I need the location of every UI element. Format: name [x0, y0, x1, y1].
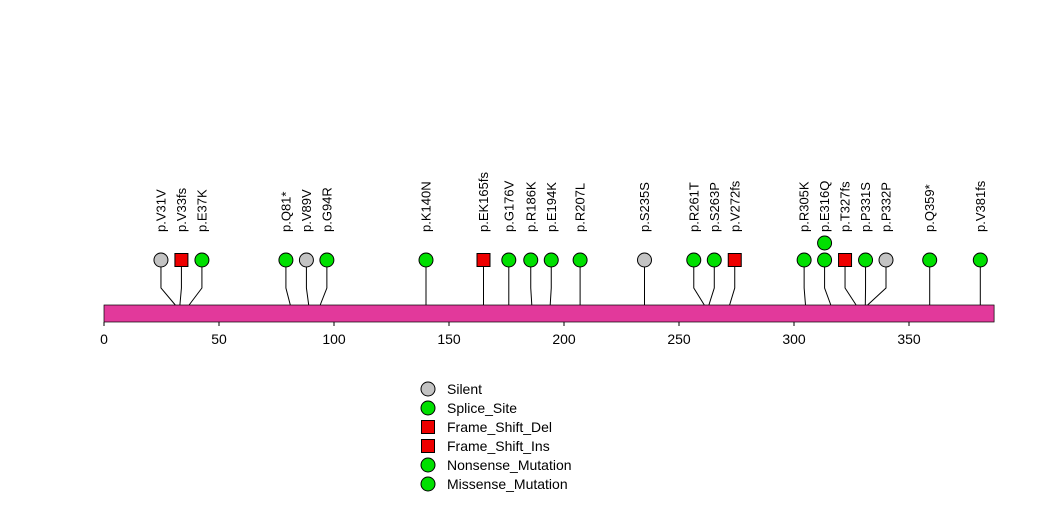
mutation-marker	[572, 252, 588, 268]
axis-tick-label: 350	[897, 331, 921, 347]
mutation-label: p.R186K	[523, 181, 538, 232]
legend-swatch	[420, 457, 436, 473]
mutation-marker	[706, 252, 722, 268]
mutation-marker	[523, 252, 539, 268]
mutation-stem	[729, 260, 736, 306]
legend-label: Frame_Shift_Del	[447, 419, 552, 435]
legend-swatch	[420, 400, 436, 416]
mutation-stem	[708, 260, 715, 306]
mutation-label: p.V33fs	[174, 187, 189, 232]
mutation-label: p.T327fs	[838, 181, 853, 232]
mutation-marker	[686, 252, 702, 268]
mutation-label: p.V381fs	[973, 180, 988, 232]
mutation-label: p.Q359*	[922, 184, 937, 232]
axis-tick-label: 50	[211, 331, 227, 347]
legend-label: Missense_Mutation	[447, 476, 568, 492]
mutation-marker	[543, 252, 559, 268]
mutation-stem	[867, 260, 887, 306]
legend-swatch	[421, 420, 435, 434]
mutation-marker	[194, 252, 210, 268]
mutation-marker	[476, 253, 491, 267]
mutation-label: p.P331S	[858, 182, 873, 232]
mutation-label: p.E194K	[544, 182, 559, 232]
mutation-marker	[878, 252, 894, 268]
mutation-label: p.E37K	[194, 189, 209, 232]
axis-tick-label: 300	[782, 331, 806, 347]
mutation-stem	[549, 260, 552, 306]
mutation-label: p.P332P	[879, 182, 894, 232]
axis-tick-label: 100	[322, 331, 346, 347]
axis-tick-label: 0	[100, 331, 108, 347]
mutation-marker	[637, 252, 652, 268]
mutation-marker	[817, 235, 833, 251]
mutation-label: p.V272fs	[727, 180, 742, 232]
mutation-marker	[796, 252, 812, 268]
mutation-stem	[824, 260, 832, 306]
mutation-stem	[693, 260, 705, 306]
mutation-label: p.K140N	[419, 181, 434, 232]
mutation-marker	[858, 252, 874, 268]
legend-label: Nonsense_Mutation	[447, 457, 572, 473]
mutation-label: p.Q81*	[278, 192, 293, 232]
mutation-label: p.R207L	[573, 183, 588, 232]
mutation-label: p.S263P	[707, 182, 722, 232]
mutation-label: p.R261T	[686, 182, 701, 232]
mutation-marker	[153, 252, 169, 268]
mutation-stem	[305, 260, 310, 306]
mutation-stem	[844, 260, 857, 306]
mutation-stem	[188, 260, 203, 306]
legend-label: Frame_Shift_Ins	[447, 438, 550, 454]
legend-label: Silent	[447, 381, 482, 397]
mutation-stem	[160, 260, 176, 306]
mutation-marker	[278, 252, 294, 268]
mutation-label: p.R305K	[797, 181, 812, 232]
protein-bar	[103, 304, 995, 323]
mutation-marker	[501, 252, 517, 268]
mutation-stem	[319, 260, 328, 306]
mutation-stem	[179, 260, 182, 306]
axis-tick-label: 250	[667, 331, 691, 347]
mutation-marker	[817, 252, 833, 268]
mutation-label: p.G94R	[319, 187, 334, 232]
mutation-marker	[418, 252, 434, 268]
mutation-label: p.E316Q	[817, 181, 832, 232]
mutation-marker	[298, 252, 314, 268]
axis-tick-label: 200	[552, 331, 576, 347]
mutation-label: p.V31V	[154, 189, 169, 232]
legend-swatch	[420, 381, 436, 397]
mutation-stem	[285, 260, 291, 306]
axis-tick-label: 150	[437, 331, 461, 347]
mutation-label: p.V89V	[299, 189, 314, 232]
mutation-marker	[922, 252, 938, 268]
legend-swatch	[421, 439, 435, 453]
mutation-marker	[838, 253, 853, 267]
mutation-marker	[727, 253, 742, 267]
legend-swatch	[420, 476, 436, 492]
mutation-stem	[803, 260, 806, 306]
mutation-label: p.G176V	[501, 180, 516, 232]
mutation-marker	[319, 252, 335, 268]
legend-label: Splice_Site	[447, 400, 517, 416]
mutation-label: p.EK165fs	[476, 172, 491, 232]
mutation-label: p.S235S	[637, 182, 652, 232]
mutation-marker	[174, 253, 189, 267]
mutation-stem	[530, 260, 533, 306]
mutation-marker	[972, 252, 988, 268]
